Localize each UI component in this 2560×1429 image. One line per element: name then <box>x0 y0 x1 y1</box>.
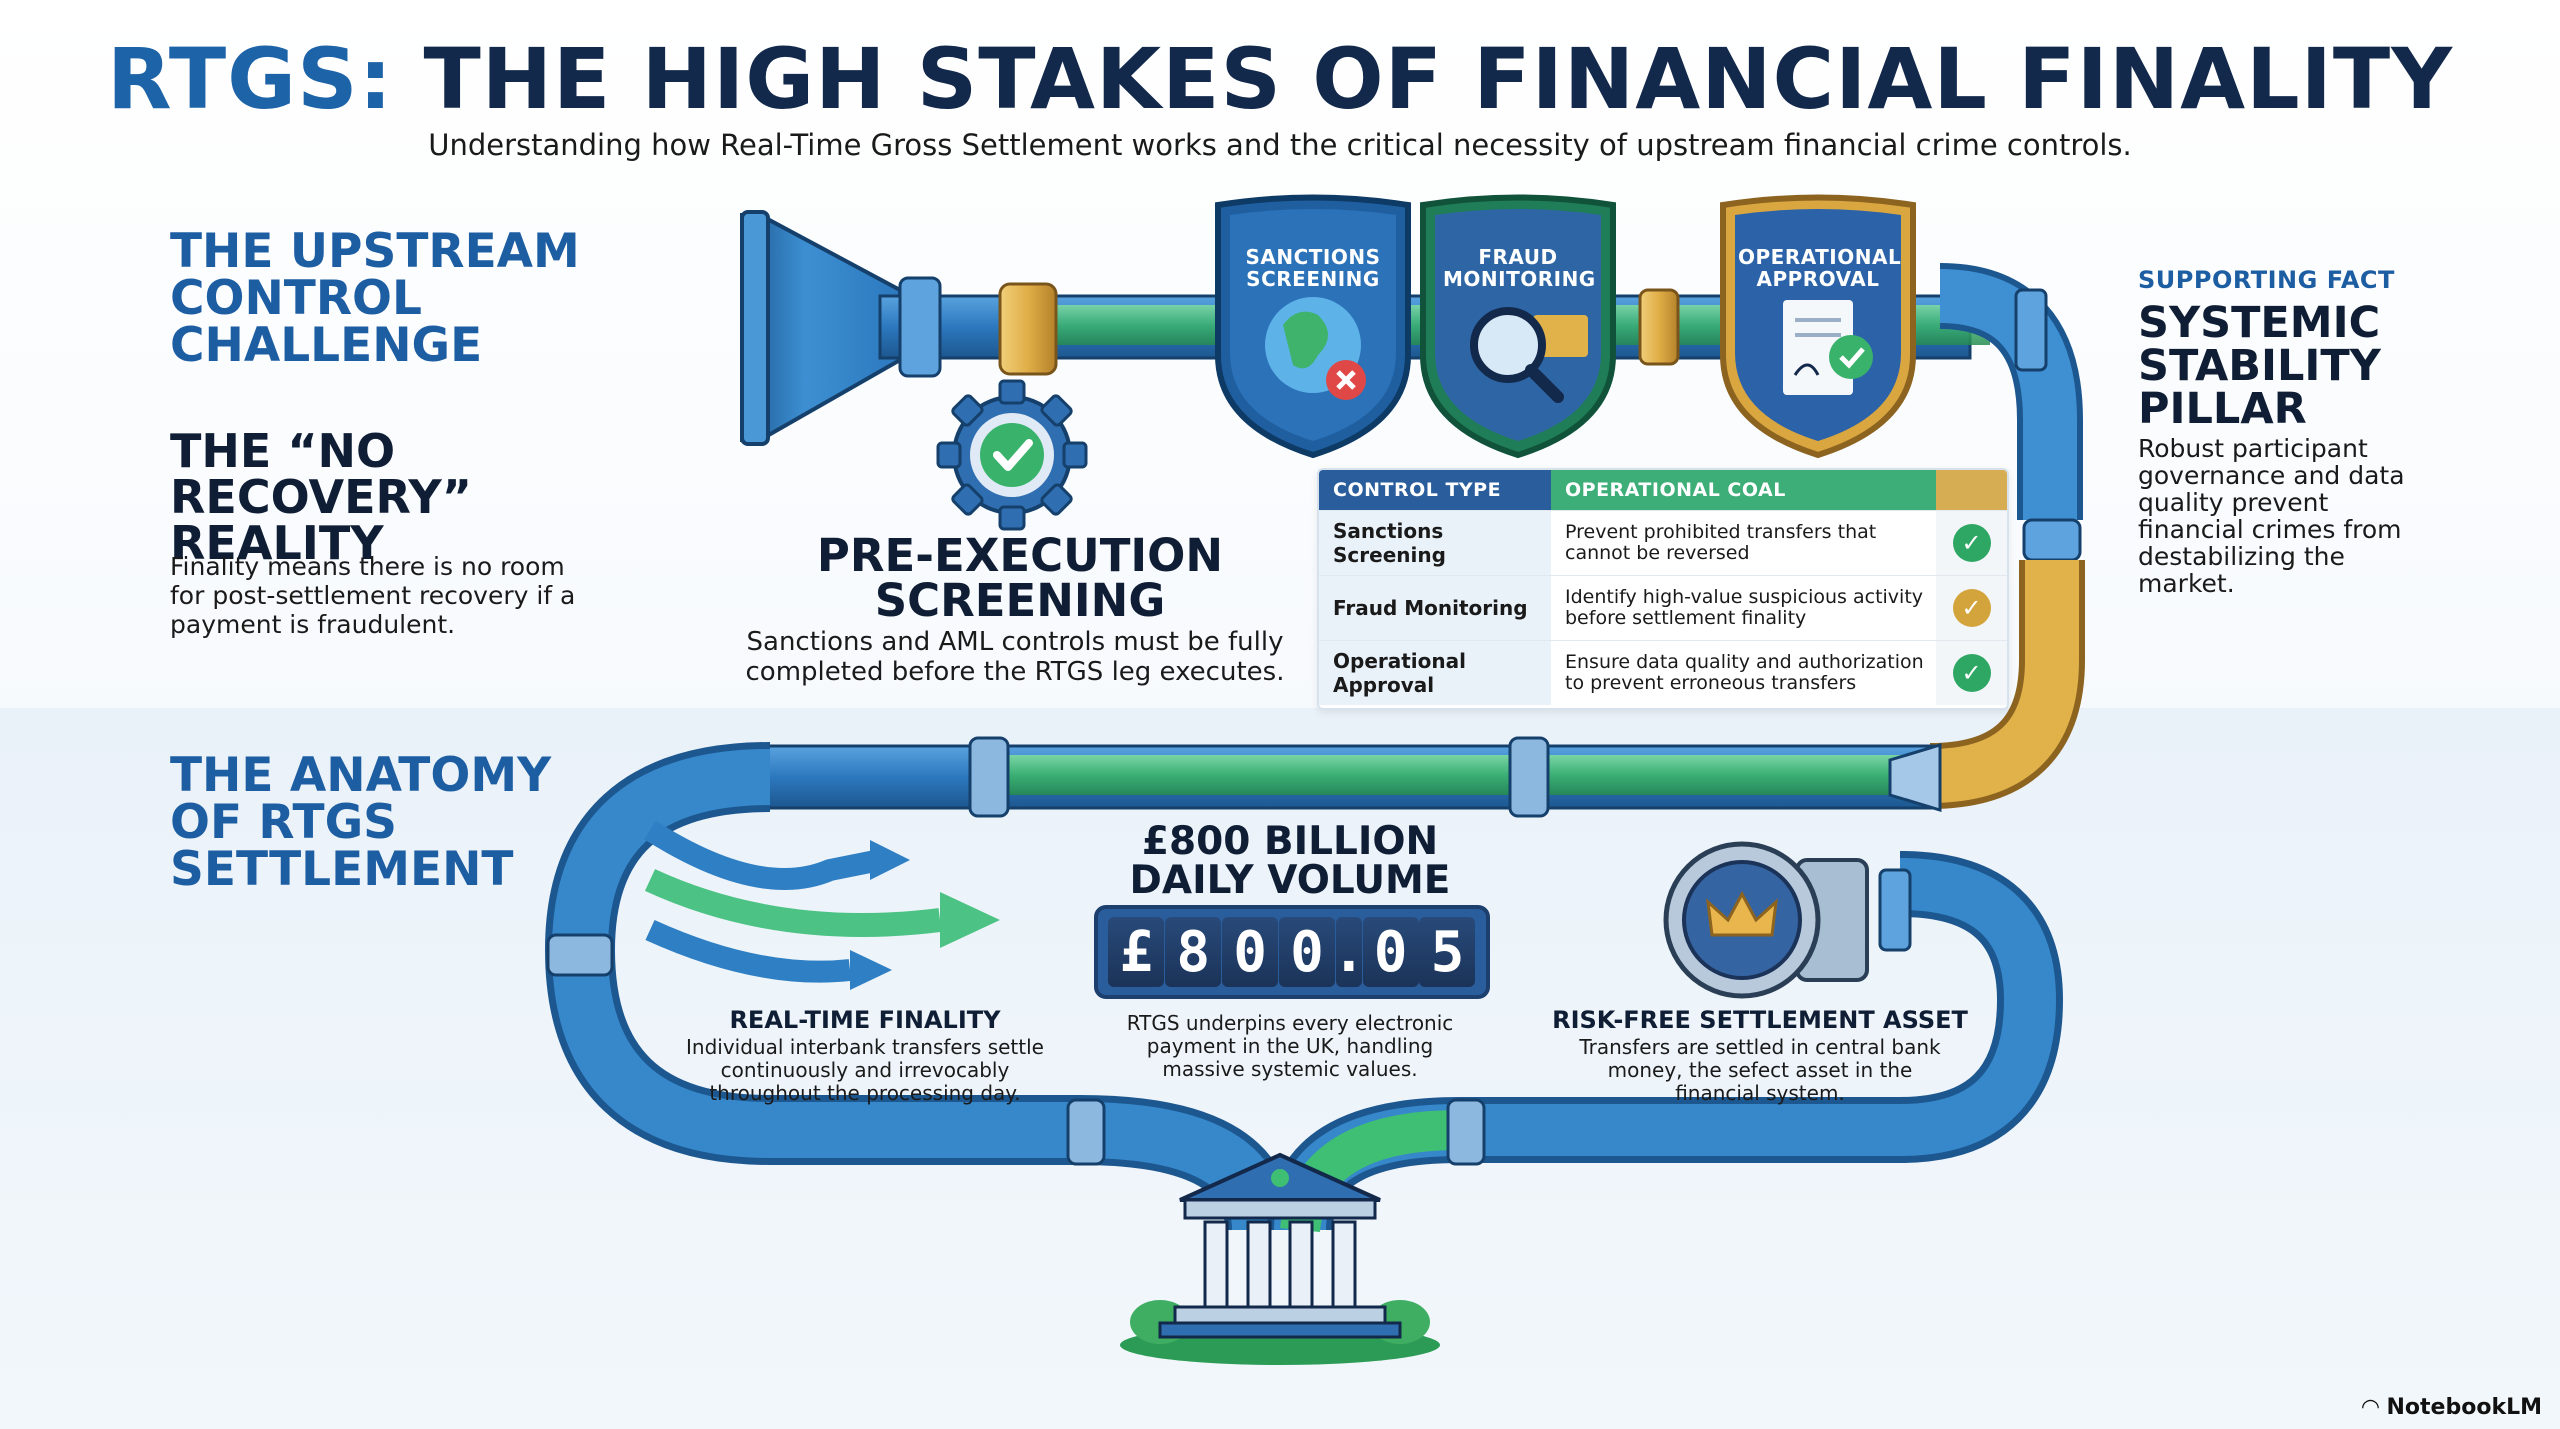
page-title: RTGS: THE HIGH STAKES OF FINANCIAL FINAL… <box>106 30 2454 128</box>
volume-counter: £ 8 0 0 . 0 5 <box>1094 905 1490 999</box>
pre-execution-heading: PRE-EXECUTION SCREENING <box>816 529 1224 627</box>
risk-free-heading: RISK-FREE SETTLEMENT ASSET <box>1552 1006 1968 1034</box>
table-header-control-type: CONTROL TYPE <box>1319 470 1551 510</box>
finality-heading: REAL-TIME FINALITY <box>729 1006 1001 1034</box>
table-header-operational-goal: OPERATIONAL COAL <box>1551 470 1936 510</box>
no-recovery-heading: THE “NO RECOVERY” REALITY <box>170 424 472 570</box>
upstream-heading: THE UPSTREAM CONTROL CHALLENGE <box>170 224 580 373</box>
pre-execution-body: Sanctions and AML controls must be fully… <box>745 627 1285 687</box>
check-icon: ✓ <box>1952 654 1991 692</box>
no-recovery-body: Finality means there is no room for post… <box>170 552 576 639</box>
table-row: Fraud Monitoring Identify high-value sus… <box>1319 575 2007 640</box>
table-cell-goal: Identify high-value suspicious activity … <box>1565 586 1924 629</box>
table-cell-status: ✓ <box>1936 511 2007 575</box>
notebooklm-icon: ◠ <box>2361 1395 2387 1420</box>
anatomy-heading: THE ANATOMY OF RTGS SETTLEMENT <box>170 748 552 897</box>
flow-arrows <box>644 820 1000 990</box>
middle-pipe <box>758 736 1942 818</box>
volume-body: RTGS underpins every electronic payment … <box>1126 1011 1454 1081</box>
shield-sanctions-label: SANCTIONS SCREENING <box>1245 245 1381 292</box>
counter-digit: 0 <box>1278 917 1335 987</box>
counter-digit: 0 <box>1362 917 1419 987</box>
table-cell-goal: Ensure data quality and authorization to… <box>1565 651 1924 694</box>
funnel-inlet <box>740 210 902 446</box>
counter-digit: . <box>1332 917 1366 987</box>
checkmark-gear-icon <box>936 379 1088 531</box>
table-cell-type: Fraud Monitoring <box>1319 576 1551 640</box>
table-header-status <box>1936 470 2007 510</box>
counter-digit: 0 <box>1222 917 1279 987</box>
counter-digit: 8 <box>1165 917 1222 987</box>
table-cell-status: ✓ <box>1936 576 2007 640</box>
table-row: Sanctions Screening Prevent prohibited t… <box>1319 510 2007 575</box>
finality-body: Individual interbank transfers settle co… <box>686 1035 1044 1105</box>
table-cell-type: Operational Approval <box>1319 641 1551 705</box>
table-cell-type: Sanctions Screening <box>1319 511 1551 575</box>
shield-sanctions <box>1215 194 1411 459</box>
page-subtitle: Understanding how Real-Time Gross Settle… <box>428 128 2132 162</box>
table-cell-goal: Prevent prohibited transfers that cannot… <box>1565 521 1877 564</box>
stability-heading: SYSTEMIC STABILITY PILLAR <box>2138 298 2381 434</box>
shield-approval <box>1720 194 1916 459</box>
shield-approval-label: OPERATIONAL APPROVAL <box>1738 245 1902 292</box>
table-cell-status: ✓ <box>1936 641 2007 705</box>
check-icon: ✓ <box>1952 589 1991 627</box>
table-row: Operational Approval Ensure data quality… <box>1319 640 2007 705</box>
stability-body: Robust participant governance and data q… <box>2138 434 2405 598</box>
notebooklm-logo: ◠ NotebookLM <box>2361 1395 2542 1420</box>
shield-fraud-label: FRAUD MONITORING <box>1443 245 1596 292</box>
central-bank-icon <box>1120 1152 1440 1365</box>
counter-digit: 5 <box>1419 917 1476 987</box>
supporting-fact-kicker: SUPPORTING FACT <box>2138 266 2395 294</box>
check-icon: ✓ <box>1952 524 1991 562</box>
right-pipe <box>1929 263 2085 809</box>
volume-heading: £800 BILLION DAILY VOLUME <box>1129 819 1451 903</box>
shield-fraud <box>1420 194 1616 459</box>
vault-crown-icon <box>1663 841 1869 999</box>
control-table: CONTROL TYPE OPERATIONAL COAL Sanctions … <box>1317 468 2009 710</box>
left-loop-pipe <box>544 742 1295 1232</box>
risk-free-body: Transfers are settled in central bank mo… <box>1579 1035 1941 1105</box>
counter-digit: £ <box>1108 917 1165 987</box>
